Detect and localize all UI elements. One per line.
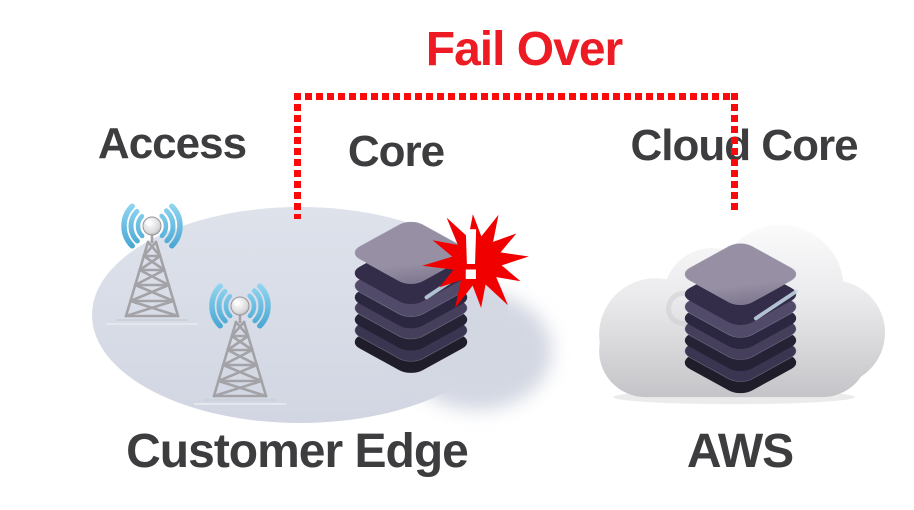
alert-exclamation: ! (459, 215, 483, 295)
radio-tower-icon (102, 198, 202, 330)
core-label: Core (347, 127, 445, 176)
cloud-core-label: Cloud Core (630, 121, 858, 170)
cloud-core-router-stack-icon (677, 230, 804, 399)
radio-tower-icon (190, 278, 290, 410)
failover-title: Fail Over (425, 23, 623, 76)
alert-burst-icon: ! (422, 214, 529, 309)
failover-path-left-line (294, 93, 301, 219)
aws-label: AWS (686, 425, 794, 478)
access-label: Access (97, 119, 247, 168)
failover-path-horizontal-line (294, 93, 738, 100)
failover-path-right-line (731, 93, 738, 212)
customer-edge-label: Customer Edge (126, 425, 469, 478)
